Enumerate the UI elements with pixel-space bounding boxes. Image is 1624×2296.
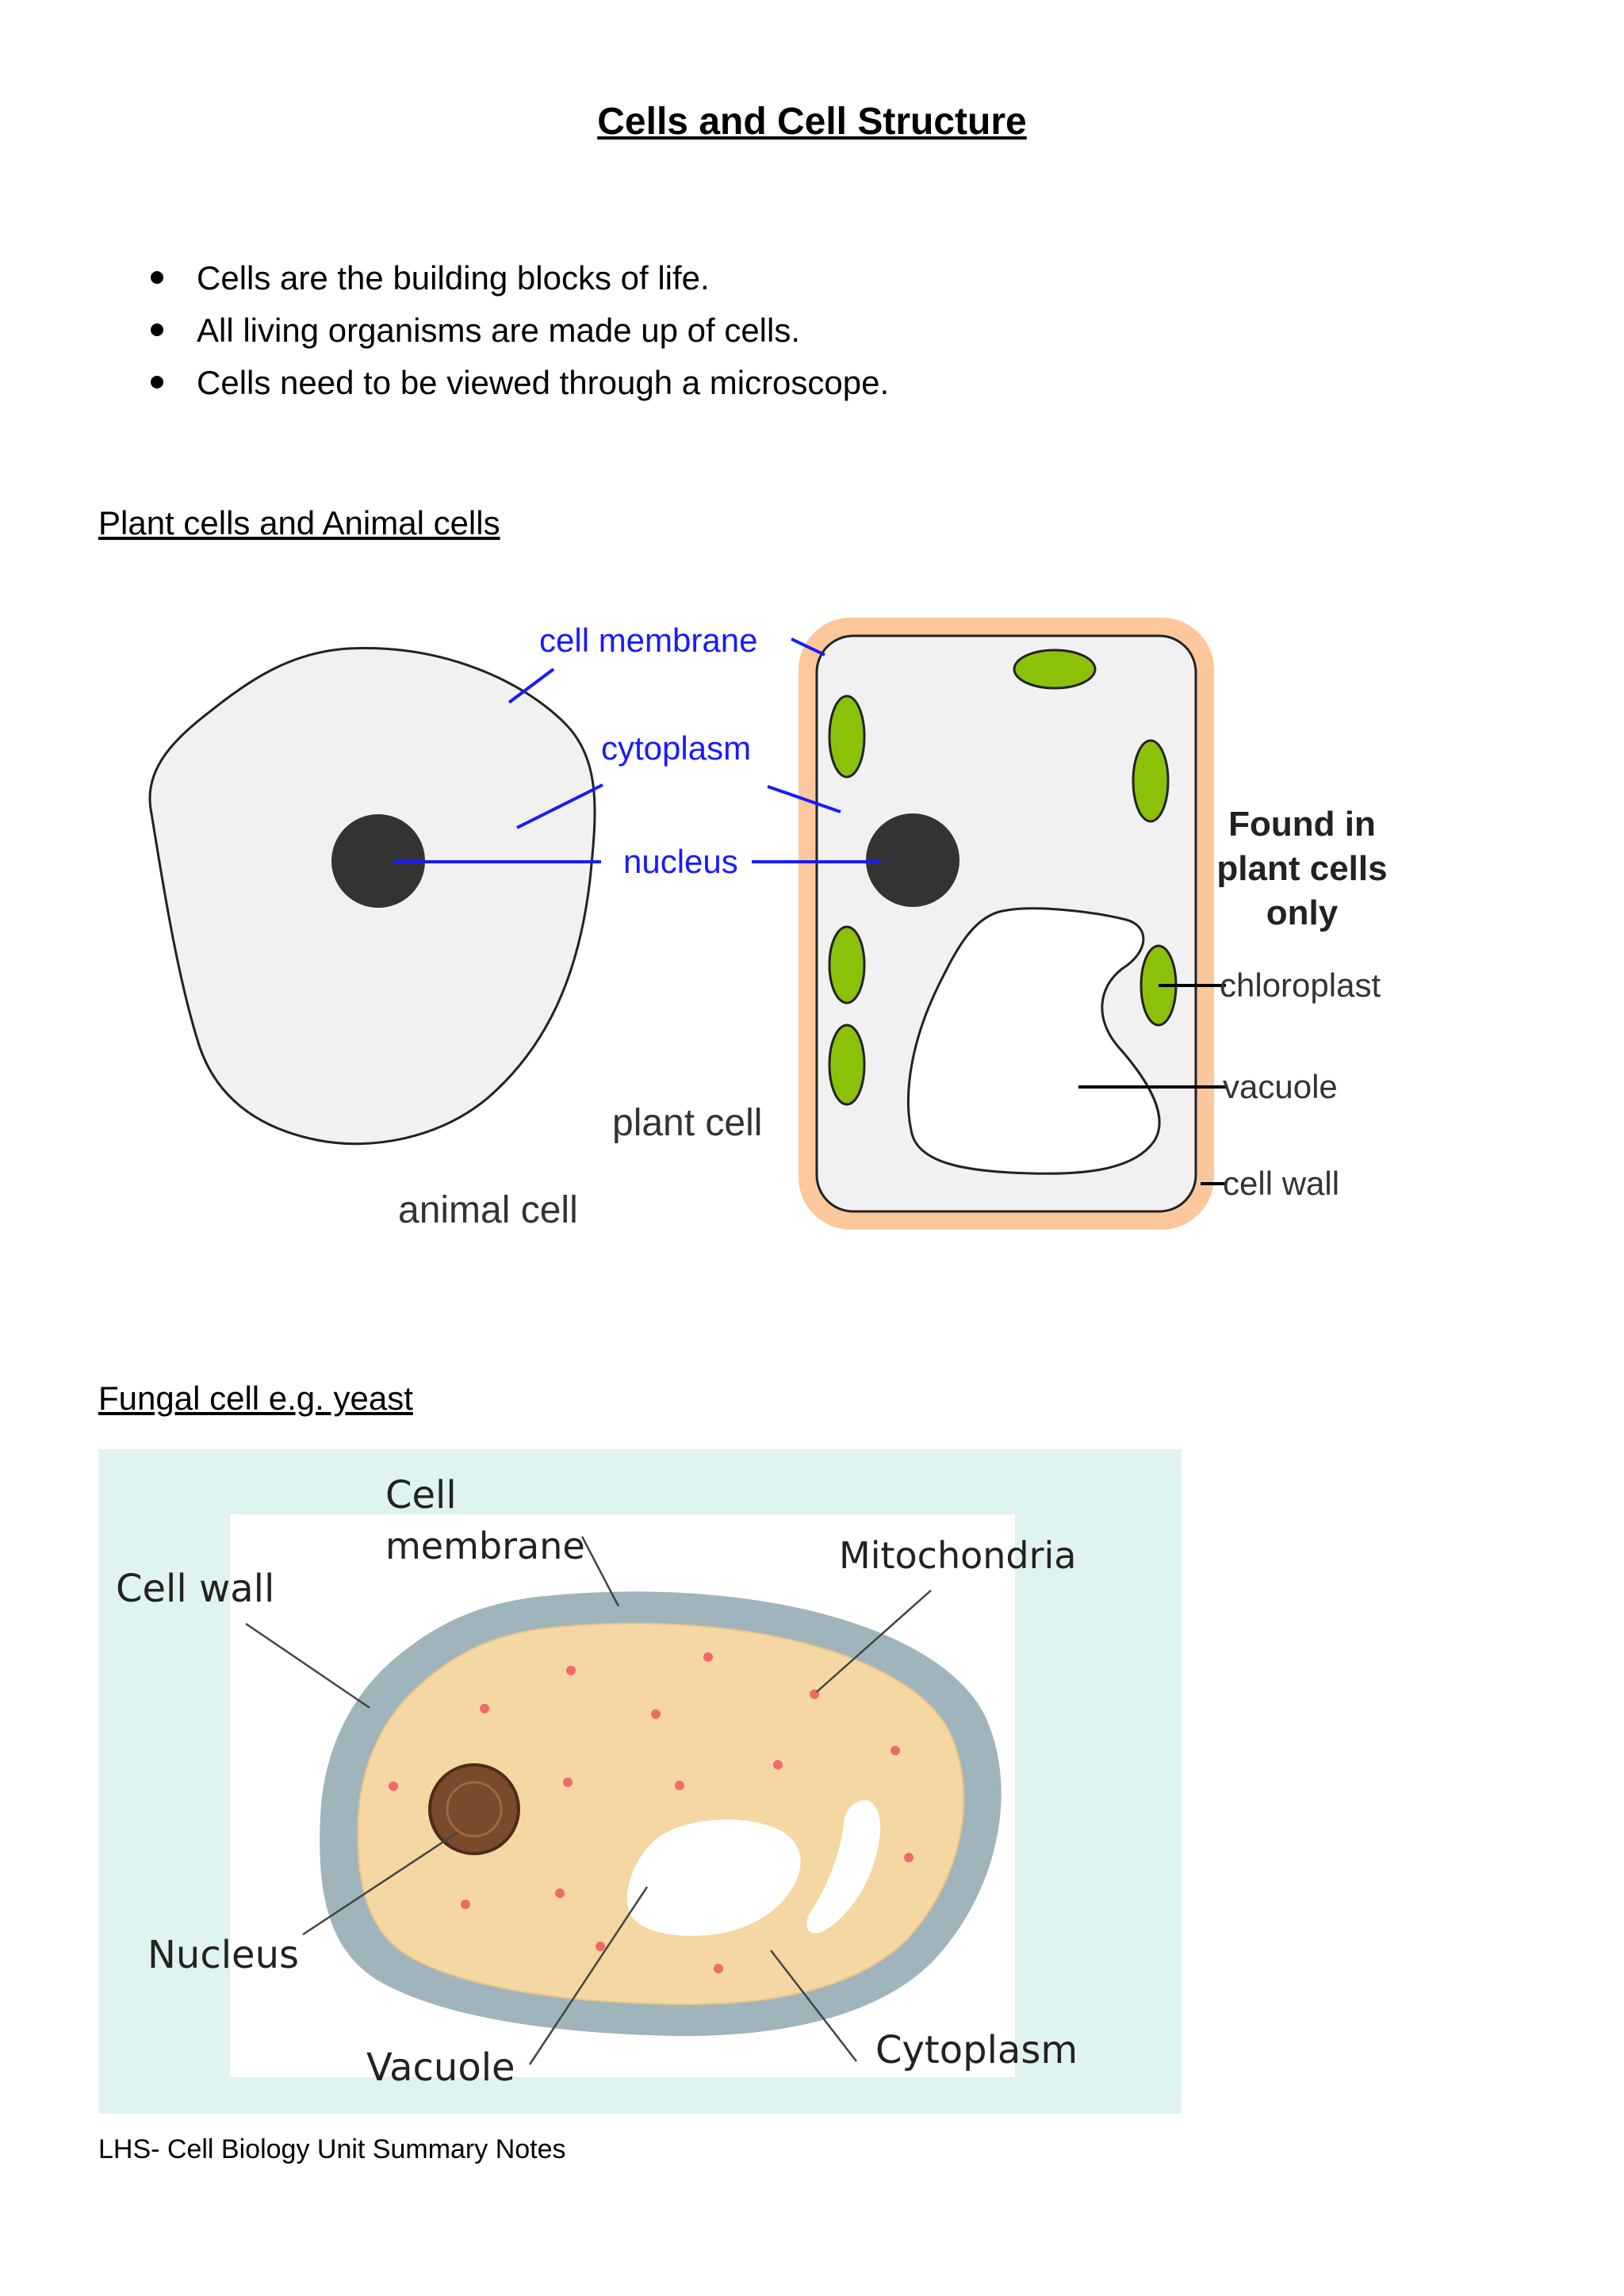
label-animal-cell: animal cell [398,1189,578,1231]
animal-nucleus [331,814,425,908]
label-cell-membrane: cell membrane [539,622,757,659]
label-cell-wall: cell wall [1223,1165,1339,1202]
fungal-cytoplasm [357,1622,965,2006]
bullet-text: All living organisms are made up of cell… [197,312,801,349]
label-plant-cell: plant cell [612,1102,762,1144]
label-only: only [1266,894,1339,932]
document-title: Cells and Cell Structure [597,101,1027,143]
leader-line [770,1950,857,2062]
leader-line [516,783,603,829]
bullet-item: All living organisms are made up of cell… [143,304,889,357]
label-nucleus: Nucleus [147,1933,299,1977]
chloroplast [828,925,866,1004]
label-cytoplasm: cytoplasm [601,729,751,767]
label-mitochondria: Mitochondria [839,1534,1076,1577]
bullet-icon [151,376,163,388]
plant-vacuole [907,907,1161,1175]
chloroplast [828,695,866,779]
chloroplast [1013,649,1097,690]
label-cell-membrane-line1: Cell [385,1473,457,1517]
leader-line [791,637,825,656]
leader-line [767,785,841,813]
fungal-vacuole [626,1820,801,1936]
bullet-item: Cells are the building blocks of life. [143,252,889,304]
section-heading-fungal: Fungal cell e.g. yeast [98,1380,413,1417]
bullet-item: Cells need to be viewed through a micros… [143,357,889,409]
leader-line [302,1831,458,1936]
fungal-cell-diagram: Cell membrane Cell wall Mitochondria Nuc… [98,1449,1182,2114]
label-nucleus: nucleus [623,843,738,880]
page-footer: LHS- Cell Biology Unit Summary Notes [98,2134,566,2164]
label-cytoplasm: Cytoplasm [875,2028,1078,2072]
mitochondria-dots [389,1652,914,1973]
label-vacuole: vacuole [1223,1068,1338,1105]
chloroplast [1132,739,1170,823]
fungal-vacuole-small [806,1800,881,1934]
bullet-icon [151,271,163,284]
leader-line [528,1886,649,2065]
plant-animal-cell-diagram: cell membrane cytoplasm nucleus animal c… [148,618,1388,1231]
fungal-nucleus [428,1763,520,1855]
fungal-nucleus-inner [446,1781,503,1838]
bullet-text: Cells are the building blocks of life. [197,259,710,297]
leader-line [508,668,555,704]
bullet-icon [151,323,163,336]
label-found-in: Found in [1228,805,1376,844]
label-plant-cells: plant cells [1216,849,1387,888]
bullet-text: Cells need to be viewed through a micros… [197,364,890,401]
section-heading-plant-animal: Plant cells and Animal cells [98,504,500,541]
label-vacuole: Vacuole [366,2045,515,2090]
label-cell-wall: Cell wall [116,1567,274,1611]
label-chloroplast: chloroplast [1220,966,1381,1004]
leader-line [816,1590,932,1693]
leader-line [245,1622,370,1709]
plant-nucleus [866,813,959,907]
intro-bullet-list: Cells are the building blocks of life. A… [143,252,889,409]
chloroplast [828,1024,866,1106]
leader-line [580,1536,620,1607]
label-cell-membrane-line2: membrane [385,1525,585,1567]
